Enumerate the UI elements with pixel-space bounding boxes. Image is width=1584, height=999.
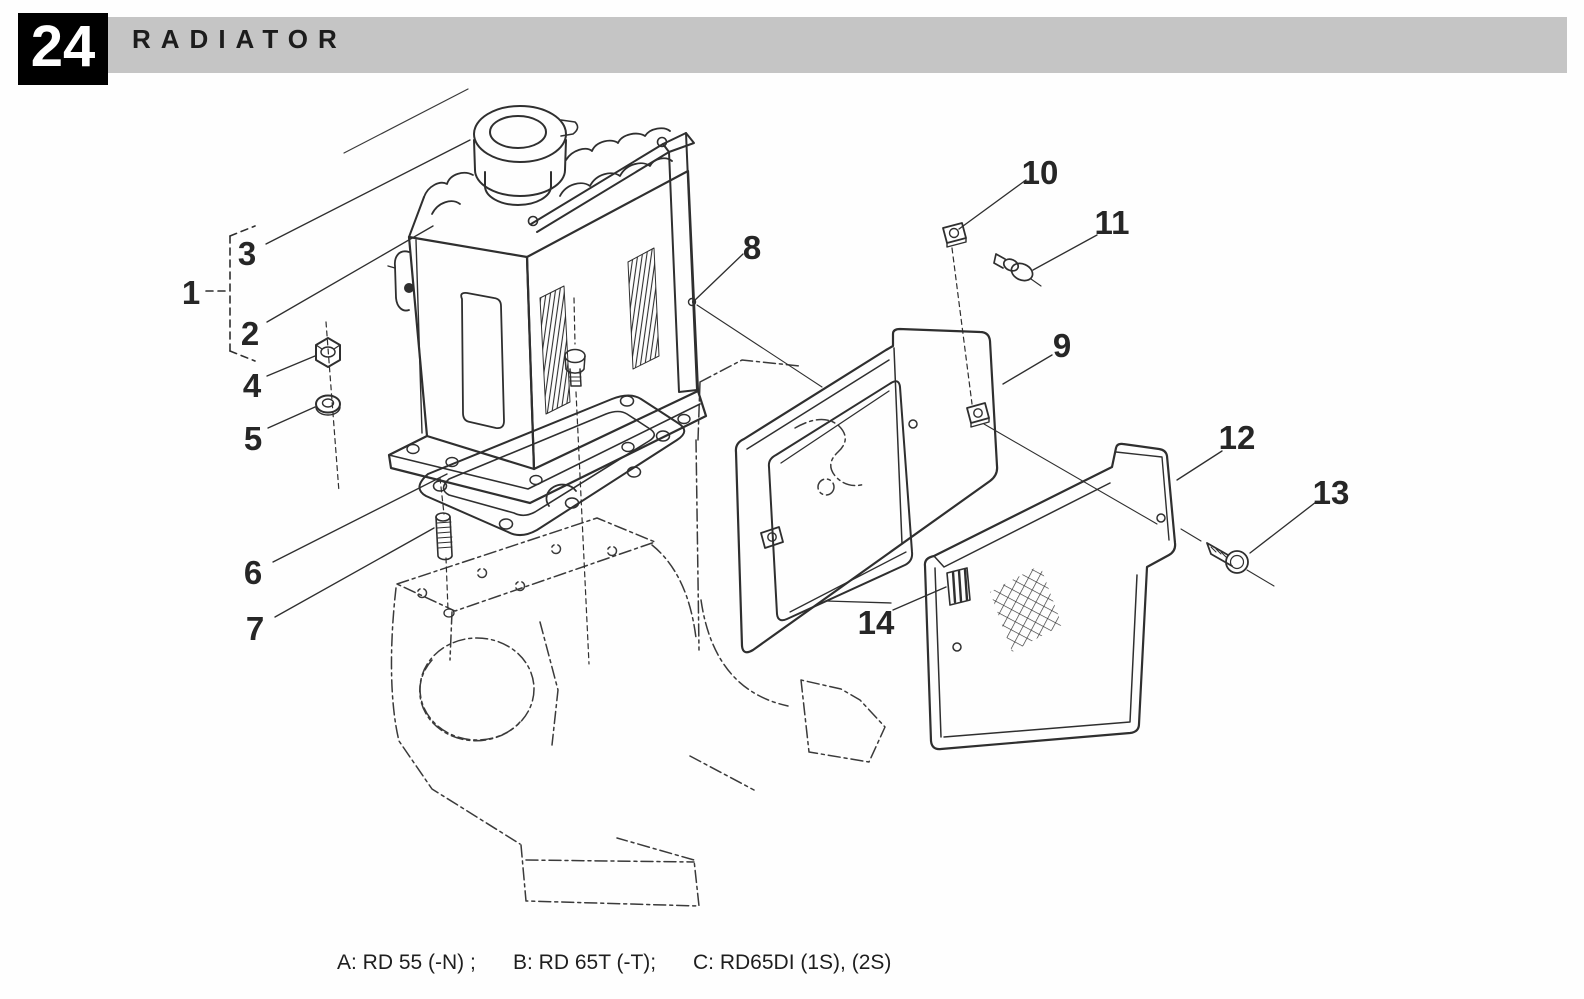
leader-13: [1249, 501, 1317, 554]
leader-4: [266, 355, 316, 377]
model-legend-c: C: RD65DI (1S), (2S): [693, 951, 892, 974]
leader-8: [693, 253, 744, 302]
model-legend-a: A: RD 55 (-N) ;: [337, 951, 476, 974]
leader-5: [267, 406, 316, 429]
leader-3: [265, 139, 471, 245]
callout-5: 5: [244, 420, 262, 457]
engine-block-phantom: [343, 88, 886, 907]
group-bracket-1: [205, 225, 256, 362]
leader-2: [266, 225, 434, 323]
callout-3: 3: [238, 235, 256, 272]
section-title: RADIATOR: [132, 24, 347, 54]
gasket-drawing: [418, 394, 686, 536]
callout-10: 10: [1022, 154, 1059, 191]
callout-11: 11: [1095, 204, 1130, 241]
callout-numbers: 1 2 3 4 5 6 7 8 9 10 11 12 13 14: [182, 154, 1350, 647]
leader-12: [1176, 450, 1223, 481]
section-number-box: 24: [18, 13, 108, 85]
callout-6: 6: [244, 554, 262, 591]
leader-7: [274, 527, 435, 618]
leader-lines: [205, 139, 1317, 618]
leader-9: [1002, 354, 1053, 385]
callout-2: 2: [241, 315, 259, 352]
assembly-axis-lines: [325, 247, 1275, 665]
vent-mesh: [990, 565, 1062, 652]
hardware-drawings: [315, 222, 1249, 574]
leader-10: [958, 179, 1027, 230]
callout-8: 8: [743, 229, 761, 266]
radiator-assembly-drawing: [387, 105, 708, 505]
fan-shroud-drawing: [734, 327, 999, 654]
grille-panel-drawing: [923, 442, 1177, 751]
label-plate-14: [946, 567, 971, 606]
callout-13: 13: [1313, 474, 1350, 511]
callout-4: 4: [243, 367, 262, 404]
callout-12: 12: [1219, 419, 1256, 456]
callout-14: 14: [858, 604, 895, 641]
model-legend-b: B: RD 65T (-T);: [513, 951, 657, 974]
leader-11: [1032, 234, 1098, 271]
leader-14: [825, 586, 947, 611]
callout-9: 9: [1053, 327, 1071, 364]
leader-6: [272, 473, 448, 563]
callout-7: 7: [246, 610, 264, 647]
callout-1: 1: [182, 274, 200, 311]
bolt-8-drawing: [564, 348, 586, 387]
section-number: 24: [30, 14, 96, 79]
model-legend: A: RD 55 (-N) ; B: RD 65T (-T); C: RD65D…: [0, 951, 1584, 983]
section-title-bar: [108, 17, 1567, 73]
